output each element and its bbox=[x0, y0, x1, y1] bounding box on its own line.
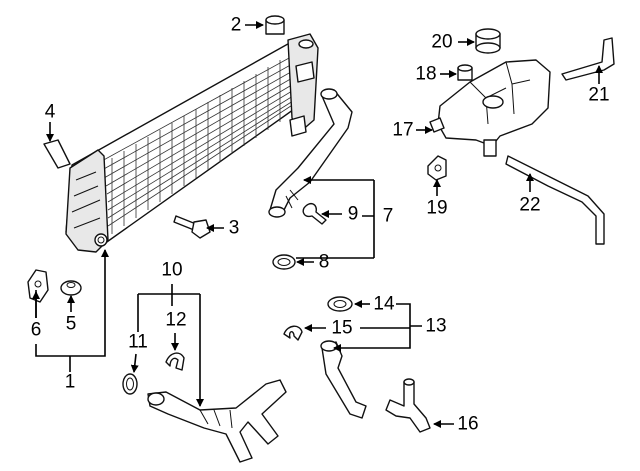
leader-lines bbox=[32, 21, 603, 428]
callout-22: 22 bbox=[519, 195, 540, 216]
callout-20: 20 bbox=[431, 32, 452, 53]
part-9-clamp[interactable] bbox=[302, 202, 327, 225]
part-3-bolt[interactable] bbox=[173, 215, 211, 239]
part-12-clamp[interactable] bbox=[165, 352, 185, 371]
part-5-mount[interactable] bbox=[60, 280, 82, 296]
callout-7: 7 bbox=[383, 206, 394, 227]
part-20-cap[interactable] bbox=[475, 28, 501, 54]
callout-21: 21 bbox=[588, 85, 609, 106]
part-11-oring[interactable] bbox=[122, 373, 138, 395]
callout-1: 1 bbox=[65, 372, 76, 393]
part-15-clamp[interactable] bbox=[283, 325, 303, 341]
part-2-cap[interactable] bbox=[265, 15, 285, 35]
callout-8: 8 bbox=[319, 252, 330, 273]
part-6-bracket[interactable] bbox=[27, 269, 49, 303]
part-8-oring[interactable] bbox=[272, 254, 296, 270]
callout-labels: 1 2 3 4 5 6 7 8 9 10 11 12 13 14 15 16 1… bbox=[31, 15, 610, 435]
callout-10: 10 bbox=[161, 260, 182, 281]
part-18-bolt[interactable] bbox=[457, 64, 473, 81]
part-16-fitting[interactable] bbox=[385, 378, 431, 433]
part-4-pin[interactable] bbox=[43, 139, 71, 169]
callout-3: 3 bbox=[229, 218, 240, 239]
radiator[interactable] bbox=[65, 33, 319, 253]
part-14-oring[interactable] bbox=[327, 296, 353, 312]
part-21-hose[interactable] bbox=[561, 37, 615, 81]
callout-13: 13 bbox=[425, 316, 446, 337]
callout-19: 19 bbox=[426, 198, 447, 219]
part-22-hose[interactable] bbox=[505, 155, 605, 245]
part-10-lower-hose[interactable] bbox=[147, 379, 287, 463]
callout-2: 2 bbox=[231, 15, 242, 36]
callout-14: 14 bbox=[373, 294, 395, 315]
callout-9: 9 bbox=[348, 204, 359, 225]
callout-6: 6 bbox=[31, 320, 42, 341]
part-19-bracket[interactable] bbox=[427, 155, 447, 181]
part-17-reservoir[interactable] bbox=[429, 59, 551, 157]
callout-12: 12 bbox=[165, 310, 186, 331]
callout-18: 18 bbox=[415, 64, 436, 85]
part-13-tube[interactable] bbox=[320, 340, 367, 419]
callout-16: 16 bbox=[457, 414, 478, 435]
callout-15: 15 bbox=[331, 318, 352, 339]
callout-11: 11 bbox=[128, 332, 148, 353]
callout-4: 4 bbox=[45, 102, 56, 123]
callout-17: 17 bbox=[392, 120, 413, 141]
callout-5: 5 bbox=[66, 314, 77, 335]
part-7-upper-hose[interactable] bbox=[268, 88, 353, 218]
